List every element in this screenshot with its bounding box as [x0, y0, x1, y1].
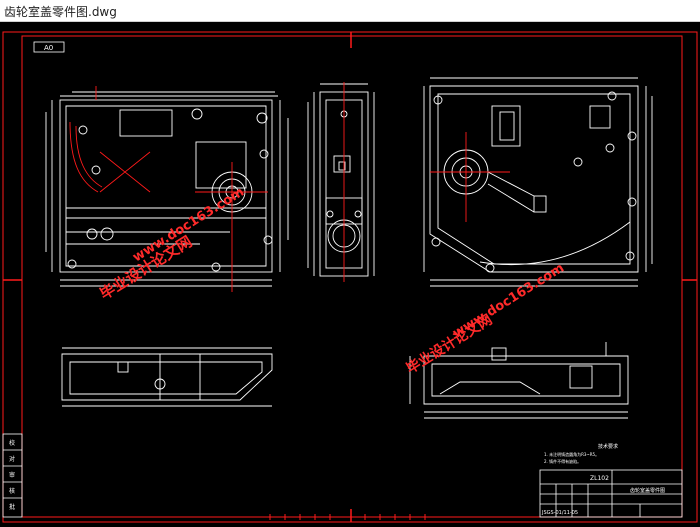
title-block [539, 469, 683, 518]
tech-notes-line2: 2. 铸件不得有缺陷。 [544, 458, 581, 464]
left-strip-1: 对 [9, 455, 15, 463]
section-left-outline [61, 353, 273, 401]
left-strip [2, 433, 23, 518]
rear-view[interactable] [423, 77, 653, 287]
cad-viewport[interactable]: A0 [0, 22, 700, 527]
watermark-url-2: www.doc163.com [450, 261, 567, 342]
bottom-ruler [260, 514, 440, 520]
sheet-tag-box [33, 41, 65, 53]
left-strip-0: 校 [9, 439, 15, 447]
window-titlebar: 齿轮室盖零件图.dwg [0, 0, 700, 22]
cad-drawing[interactable]: A0 [0, 22, 700, 527]
front-view-outline [59, 99, 273, 273]
title-block-part-name: 齿轮室盖零件图 [630, 487, 665, 494]
section-view-left[interactable] [61, 347, 273, 407]
title-block-material: ZL102 [590, 475, 609, 482]
sheet-outer-border [2, 31, 698, 523]
front-view[interactable] [45, 86, 289, 292]
section-right-outline [423, 355, 629, 405]
tech-notes-line1: 1. 未注明铸造圆角为R3~R5。 [544, 451, 599, 457]
left-strip-2: 审 [9, 471, 15, 479]
left-strip-3: 核 [9, 487, 15, 495]
section-view-right[interactable] [409, 342, 629, 419]
tech-notes-title: 技术要求 [598, 443, 618, 450]
left-strip-4: 批 [9, 503, 15, 511]
sheet-tag: A0 [44, 44, 53, 52]
side-view[interactable] [307, 82, 375, 282]
window-title: 齿轮室盖零件图.dwg [4, 5, 117, 19]
rear-view-outline [429, 85, 639, 273]
title-block-drawing-no: JSGS-01/11-05 [541, 510, 578, 516]
watermark-url-1: www.doc163.com [130, 185, 247, 266]
